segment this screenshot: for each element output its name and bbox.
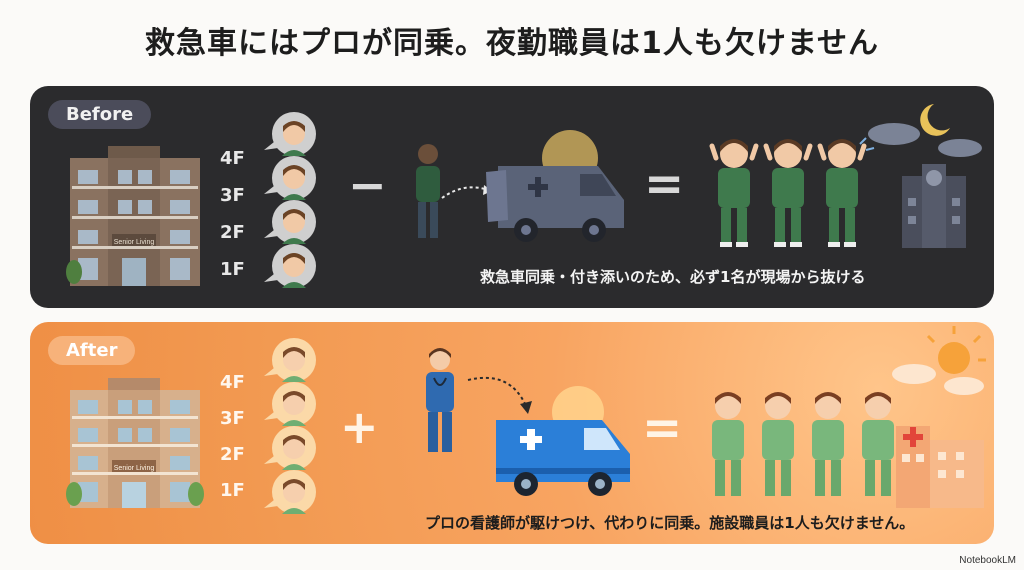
floor-label-1f: 1F	[220, 480, 245, 501]
after-panel: After Senior Living 4F 3F 2F 1F	[30, 322, 994, 544]
equals-operator: =	[642, 400, 683, 456]
page-title: 救急車にはプロが同乗。夜勤職員は1人も欠けません	[145, 26, 879, 61]
svg-text:Senior Living: Senior Living	[114, 239, 155, 246]
hospital-day-icon	[892, 326, 986, 508]
floor-label-2f: 2F	[220, 444, 245, 465]
floor-label-2f: 2F	[220, 222, 245, 243]
hospital-night-icon	[868, 104, 982, 248]
staff-leaving-figure	[416, 144, 440, 238]
stressed-staff-group	[709, 136, 875, 251]
after-caption: プロの看護師が駆けつけ、代わりに同乗。施設職員は1人も欠けません。	[425, 514, 915, 532]
floor-label-3f: 3F	[220, 408, 245, 429]
minus-operator: −	[348, 158, 387, 212]
calm-staff-group	[712, 392, 894, 496]
building-icon	[66, 146, 200, 286]
nurse-figure	[426, 348, 454, 452]
before-caption: 救急車同乗・付き添いのため、必ず1名が現場から抜ける	[480, 268, 866, 286]
before-badge: Before	[48, 100, 152, 129]
before-panel: Before Senior Living 4F 3F 2F 1F	[30, 86, 994, 308]
notebooklm-watermark: NotebookLM	[959, 555, 1016, 566]
ambulance-icon	[496, 386, 630, 496]
dotted-arrow-icon	[467, 376, 532, 414]
floor-label-4f: 4F	[220, 148, 245, 169]
ambulance-icon	[486, 130, 624, 242]
floor-label-3f: 3F	[220, 185, 245, 206]
svg-text:Senior Living: Senior Living	[114, 465, 155, 472]
staff-avatar-bubbles	[264, 112, 316, 288]
equals-operator: =	[644, 156, 685, 212]
plus-operator: +	[340, 400, 379, 454]
floor-label-1f: 1F	[220, 259, 245, 280]
after-badge: After	[48, 336, 136, 365]
staff-avatar-bubbles	[264, 338, 316, 514]
building-sign-text: Senior Living	[114, 465, 155, 472]
building-icon	[66, 378, 204, 508]
building-sign-text: Senior Living	[114, 239, 155, 246]
floor-label-4f: 4F	[220, 372, 245, 393]
